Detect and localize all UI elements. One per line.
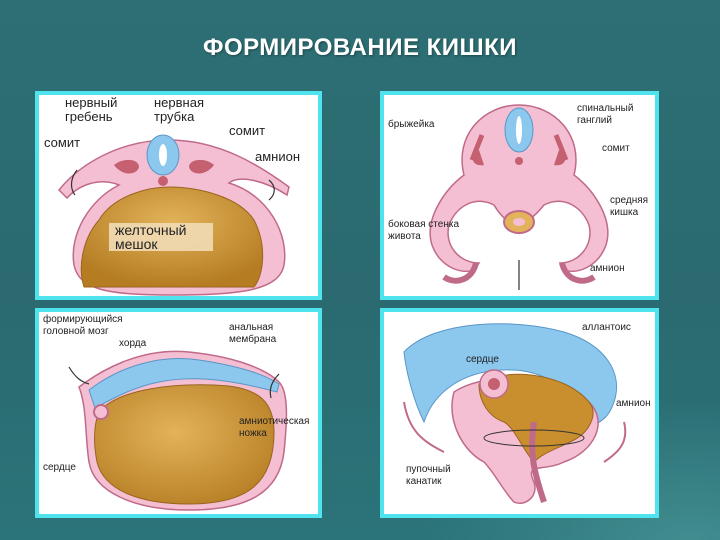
amnion-right — [603, 421, 627, 463]
yolk-sac-shape — [94, 384, 275, 505]
label-umbilical-cord-1: пупочный — [406, 464, 451, 475]
label-somite-left: сомит — [44, 135, 80, 150]
label-yolk-sac-1: желточный — [115, 222, 187, 238]
ganglion-right-shape — [553, 134, 569, 161]
label-amniotic-stalk-2: ножка — [239, 428, 267, 439]
slide-title: ФОРМИРОВАНИЕ КИШКИ — [202, 34, 518, 61]
label-allantois: аллантоис — [582, 322, 631, 333]
label-amnion: амнион — [616, 398, 651, 409]
label-neural-tube-1: нервная — [154, 95, 204, 110]
label-lateral-wall-2: живота — [388, 231, 421, 242]
label-amnion: амнион — [590, 263, 625, 274]
label-midgut-2: кишка — [610, 207, 639, 218]
amnion-left — [403, 401, 445, 453]
label-yolk-sac-2: мешок — [115, 236, 158, 252]
arrow-left — [68, 366, 90, 385]
yolk-label-box — [109, 223, 213, 251]
label-spinal-ganglion-2: ганглий — [577, 115, 612, 126]
label-anal-membrane-1: анальная — [229, 322, 273, 333]
midgut-lumen — [513, 218, 525, 226]
somite-right-shape — [189, 159, 214, 174]
heart-shape — [93, 404, 109, 420]
label-neural-tube-2: трубка — [154, 109, 195, 124]
label-heart: сердце — [466, 354, 499, 365]
arrow-left — [70, 169, 78, 196]
panel-neural-tube-stage: нервный гребень нервная трубка сомит сом… — [35, 91, 322, 300]
heart-inner — [488, 378, 500, 390]
neural-canal-shape — [516, 116, 522, 144]
lateral-wall-right — [559, 262, 596, 284]
notochord-dot — [515, 157, 523, 165]
panel-umbilical-stage: аллантоис сердце амнион пупочный канатик — [380, 308, 659, 518]
label-somite-right: сомит — [229, 123, 265, 138]
label-forming-brain-2: головной мозг — [43, 326, 109, 337]
label-mesentery: брыжейка — [388, 118, 435, 130]
neural-tube-shape — [88, 358, 280, 409]
label-forming-brain-1: формирующийся — [43, 313, 123, 325]
panel-midgut-stage: спинальный ганглий брыжейка сомит средня… — [380, 91, 659, 300]
label-notochord: хорда — [119, 338, 147, 349]
lateral-wall-left — [442, 262, 479, 284]
label-spinal-ganglion-1: спинальный — [577, 103, 633, 114]
diagram-neural-tube-stage: нервный гребень нервная трубка сомит сом… — [44, 95, 300, 296]
diagram-midgut-stage: спинальный ганглий брыжейка сомит средня… — [388, 103, 648, 290]
somite-left-shape — [114, 159, 139, 174]
arrow-right — [269, 373, 280, 399]
diagram-umbilical-stage: аллантоис сердце амнион пупочный канатик — [403, 322, 651, 504]
umbilical-stalk-shape — [529, 421, 547, 503]
arrow-right — [268, 179, 275, 201]
notochord-dot — [158, 176, 168, 186]
label-lateral-wall-1: боковая стенка — [388, 218, 459, 230]
diagram-embryo-folding-stage: формирующийся головной мозг хорда анальн… — [43, 313, 309, 511]
neural-canal-shape — [159, 144, 167, 166]
label-amniotic-stalk-1: амниотическая — [239, 416, 309, 427]
label-neural-crest-1: нервный — [65, 95, 117, 110]
umbilical-ring — [483, 429, 585, 447]
label-heart: сердце — [43, 462, 76, 473]
label-midgut-1: средняя — [610, 195, 648, 206]
label-umbilical-cord-2: канатик — [406, 476, 442, 487]
ganglion-left-shape — [469, 134, 485, 161]
label-anal-membrane-2: мембрана — [229, 333, 277, 345]
label-somite: сомит — [602, 143, 630, 154]
label-amnion: амнион — [255, 149, 300, 164]
label-neural-crest-2: гребень — [65, 109, 113, 124]
yolk-sac-shape — [478, 373, 594, 463]
panel-embryo-folding-stage: формирующийся головной мозг хорда анальн… — [35, 308, 322, 518]
